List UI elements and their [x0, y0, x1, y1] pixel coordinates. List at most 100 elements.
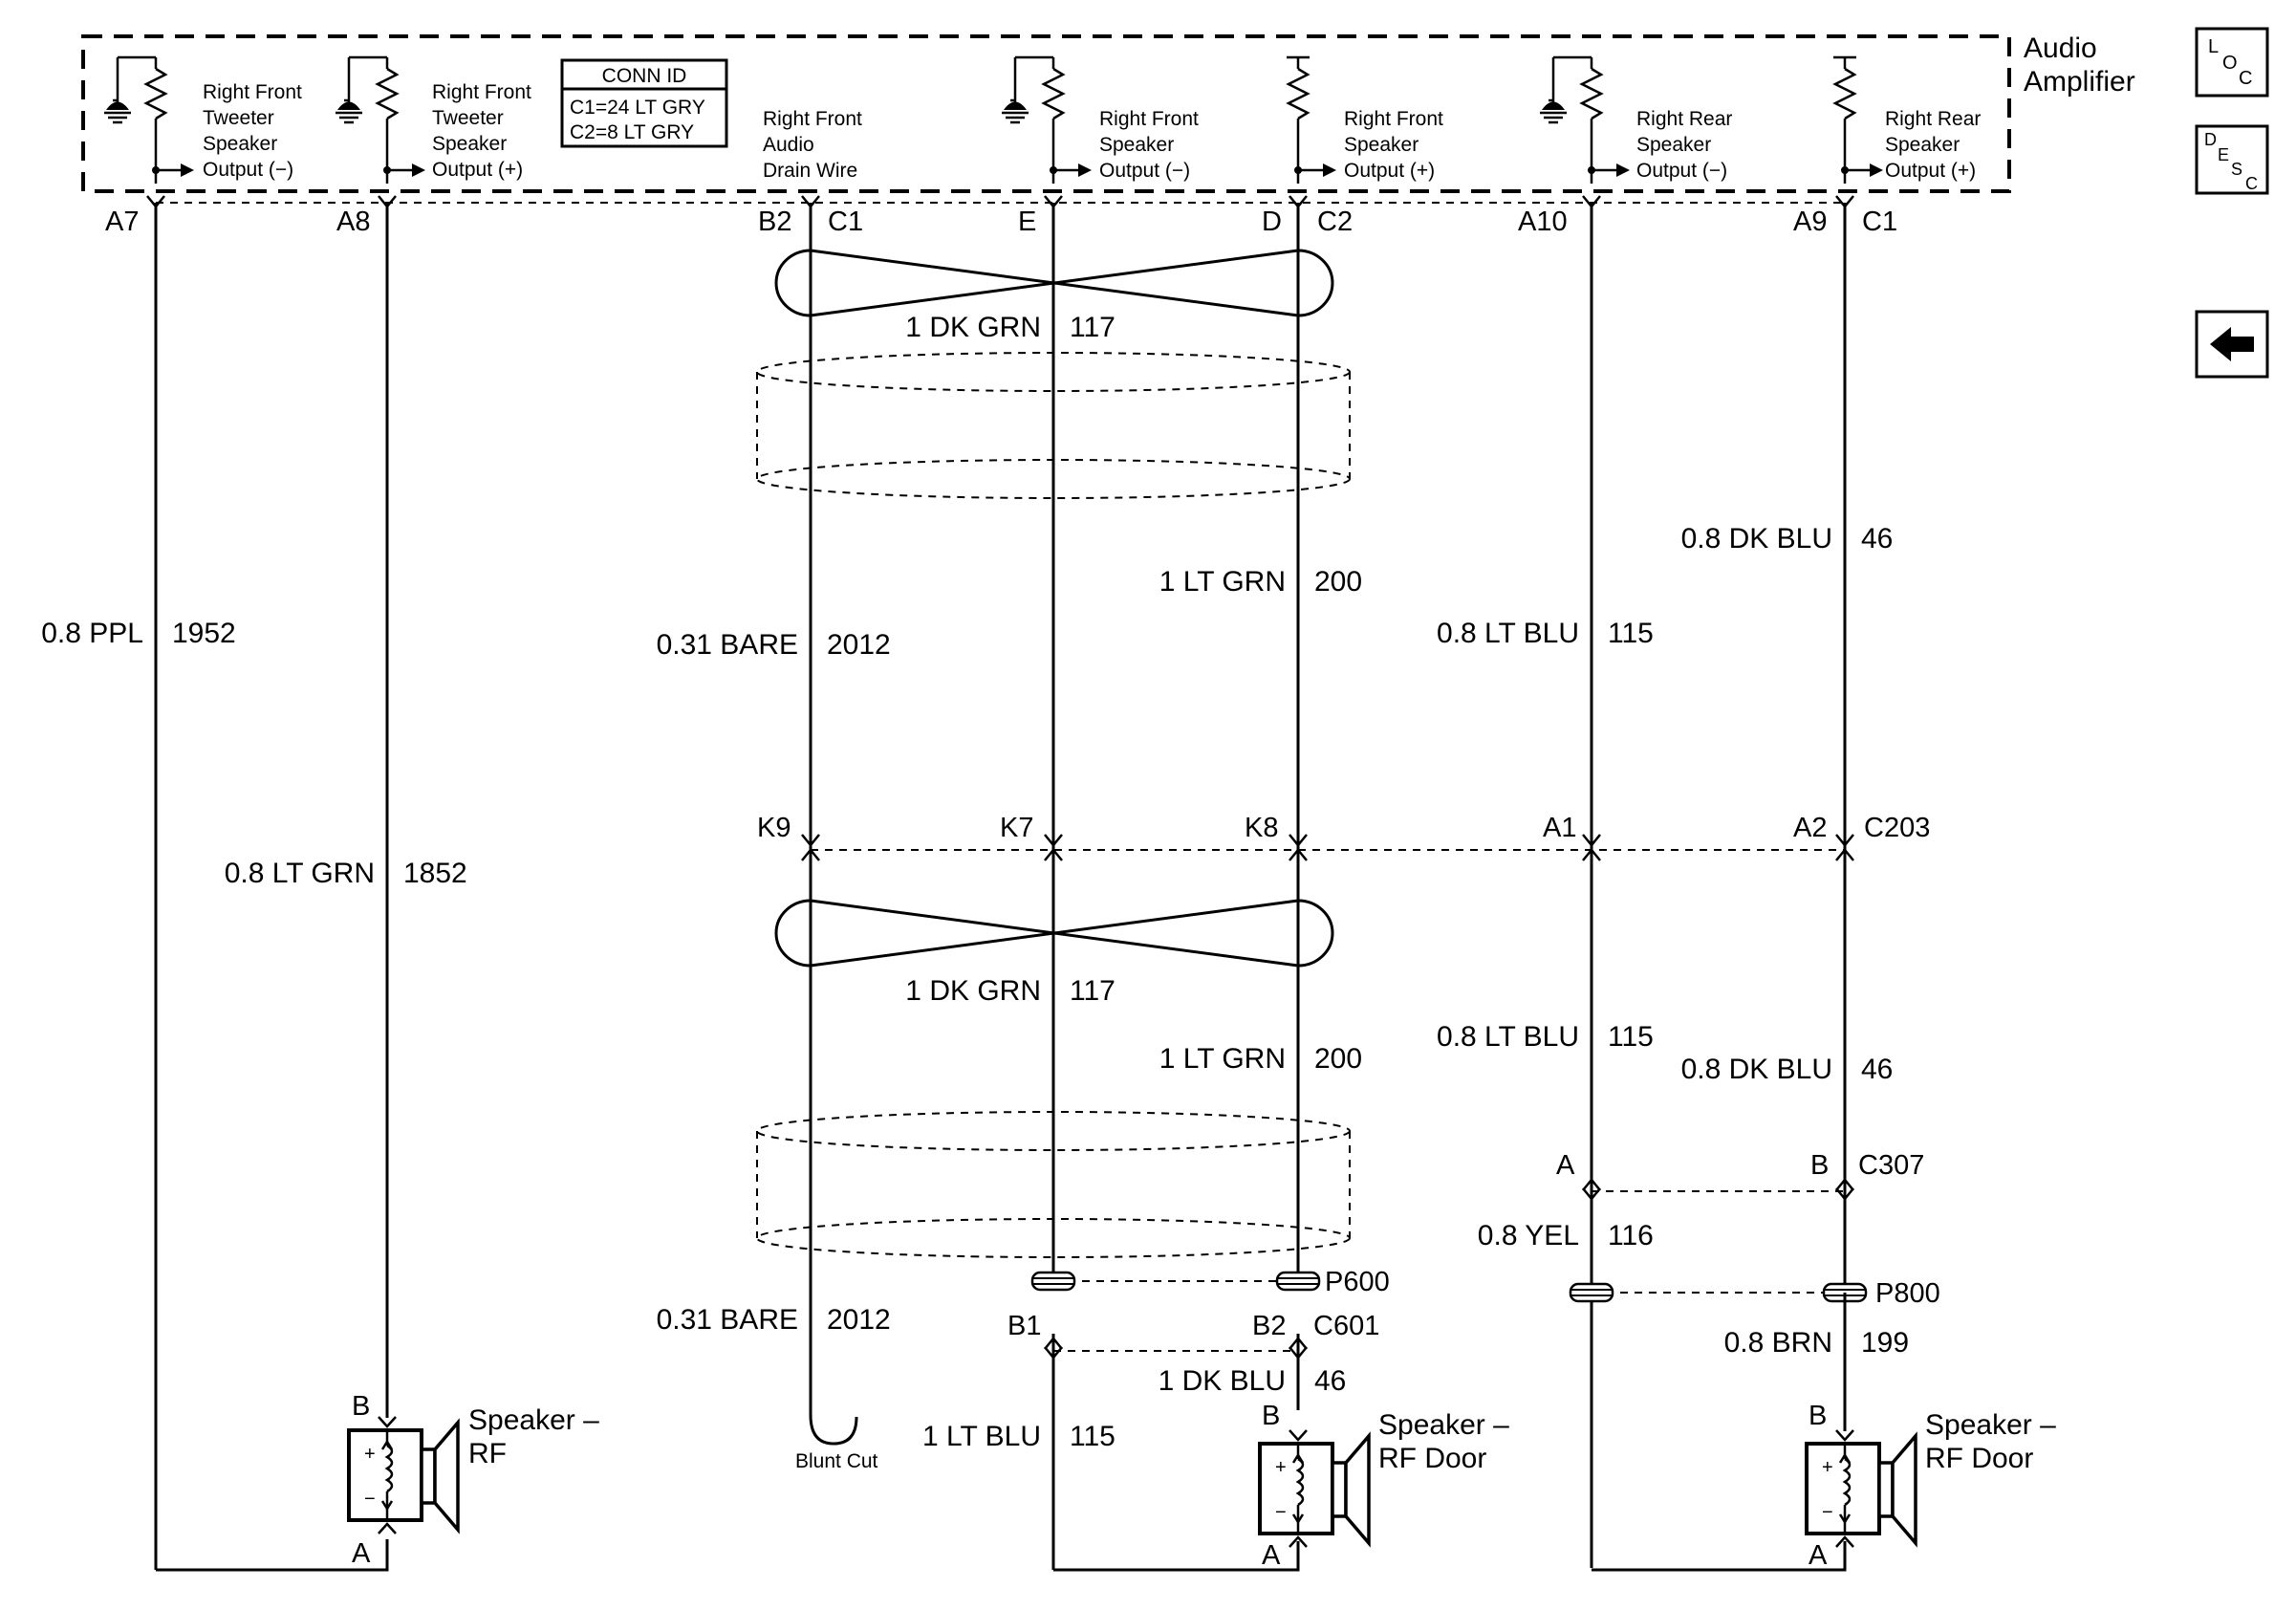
svg-text:B: B	[352, 1391, 370, 1422]
wire-rfdoor-return	[1053, 1541, 1300, 1572]
svg-text:C307: C307	[1858, 1150, 1924, 1181]
amp-output-d	[1285, 55, 1338, 185]
svg-text:Speaker: Speaker	[432, 133, 507, 155]
svg-text:B: B	[1810, 1150, 1829, 1181]
speaker-rrdoor-minus: −	[1822, 1502, 1833, 1523]
svg-text:199: 199	[1861, 1327, 1909, 1359]
svg-text:115: 115	[1608, 1021, 1654, 1053]
svg-text:A7: A7	[105, 207, 139, 237]
amplifier-title-line2: Amplifier	[2024, 66, 2135, 98]
amp-output-a7	[102, 55, 196, 185]
svg-text:0.8 LT BLU: 0.8 LT BLU	[1437, 1021, 1579, 1053]
svg-text:0.8 DK BLU: 0.8 DK BLU	[1681, 1054, 1832, 1085]
svg-text:B2: B2	[758, 207, 791, 237]
svg-text:L: L	[2208, 36, 2219, 57]
svg-text:B1: B1	[1007, 1311, 1041, 1341]
svg-text:1 DK BLU: 1 DK BLU	[1159, 1365, 1286, 1397]
svg-text:1 LT GRN: 1 LT GRN	[1159, 566, 1286, 598]
svg-text:D: D	[2204, 130, 2217, 149]
wire-labels: 0.8 PPL 1952 0.8 LT GRN 1852 0.31 BARE 2…	[41, 312, 1909, 1452]
svg-text:46: 46	[1861, 523, 1893, 555]
svg-text:Right Front: Right Front	[432, 81, 531, 103]
p600-passthrough-1	[1030, 1271, 1076, 1292]
speaker-rfdoor-minus: −	[1275, 1502, 1287, 1523]
svg-text:D: D	[1262, 207, 1282, 237]
amp-output-e	[1000, 55, 1094, 185]
svg-text:C: C	[2239, 68, 2252, 89]
amp-pin-labels: A7 A8 B2 C1 E D C2 A10 A9 C1	[105, 207, 1897, 237]
svg-text:B: B	[1262, 1401, 1280, 1431]
svg-text:0.8 BRN: 0.8 BRN	[1724, 1327, 1832, 1359]
svg-text:Speaker: Speaker	[1636, 134, 1711, 156]
svg-text:2012: 2012	[827, 1304, 891, 1336]
back-button[interactable]	[2195, 310, 2269, 379]
svg-text:2012: 2012	[827, 629, 891, 661]
svg-text:Right Rear: Right Rear	[1885, 108, 1981, 130]
svg-text:C601: C601	[1313, 1311, 1379, 1341]
output-label-rf-speaker-neg: Right Front Speaker Output (−)	[1099, 108, 1199, 182]
svg-text:A: A	[1809, 1540, 1828, 1571]
amp-output-a10	[1538, 55, 1632, 185]
p800-label: P800	[1875, 1278, 1940, 1309]
svg-text:Output (−): Output (−)	[203, 159, 293, 181]
svg-text:Speaker: Speaker	[1099, 134, 1174, 156]
svg-text:A: A	[1556, 1150, 1575, 1181]
blunt-cut-end	[809, 1414, 858, 1446]
shield-lower	[756, 1111, 1351, 1258]
speaker-pin-labels: B A B A B A	[352, 1391, 1828, 1571]
speaker-rfdoor-label-1: Speaker –	[1378, 1409, 1509, 1441]
svg-text:Tweeter: Tweeter	[432, 107, 504, 129]
svg-text:E: E	[1018, 207, 1036, 237]
svg-text:A1: A1	[1543, 813, 1576, 843]
desc-button[interactable]: D E S C	[2195, 124, 2269, 195]
speaker-rfdoor-label-2: RF Door	[1378, 1443, 1486, 1474]
svg-text:200: 200	[1314, 1043, 1362, 1075]
svg-text:K8: K8	[1245, 813, 1278, 843]
svg-text:Output (+): Output (+)	[1344, 160, 1435, 182]
c203-pin-labels: K9 K7 K8 A1 A2 C203	[757, 813, 1930, 843]
output-label-rr-speaker-neg: Right Rear Speaker Output (−)	[1636, 108, 1732, 182]
svg-text:46: 46	[1314, 1365, 1346, 1397]
svg-text:B2: B2	[1252, 1311, 1286, 1341]
left-arrow-icon	[2210, 327, 2254, 361]
svg-text:0.31 BARE: 0.31 BARE	[657, 629, 798, 661]
svg-text:1952: 1952	[172, 618, 236, 649]
c307-pin-labels: A B C307	[1556, 1150, 1924, 1181]
loc-button[interactable]: L O C	[2195, 27, 2269, 98]
svg-text:1 LT BLU: 1 LT BLU	[922, 1421, 1041, 1452]
svg-text:B: B	[1809, 1401, 1827, 1431]
svg-text:1 DK GRN: 1 DK GRN	[905, 975, 1041, 1007]
speaker-rrdoor-label-2: RF Door	[1925, 1443, 2033, 1474]
conn-id-box: CONN ID C1=24 LT GRY C2=8 LT GRY	[560, 58, 728, 148]
svg-text:Right Front: Right Front	[1344, 108, 1443, 130]
svg-text:E: E	[2218, 145, 2229, 164]
amp-output-a9	[1831, 55, 1885, 185]
svg-text:Tweeter: Tweeter	[203, 107, 274, 129]
amp-output-a8	[334, 55, 427, 185]
svg-text:Speaker: Speaker	[1885, 134, 1960, 156]
speaker-rr-door: + −	[1805, 1428, 1917, 1549]
wire-rf-return	[156, 1539, 389, 1572]
svg-text:117: 117	[1070, 975, 1116, 1007]
amplifier-box	[81, 34, 2011, 193]
output-label-rf-speaker-pos: Right Front Speaker Output (+)	[1344, 108, 1443, 182]
svg-text:Right Front: Right Front	[203, 81, 302, 103]
drain-label-3: Drain Wire	[763, 160, 857, 182]
speaker-rf-label-1: Speaker –	[468, 1404, 599, 1436]
svg-text:1 DK GRN: 1 DK GRN	[905, 312, 1041, 343]
svg-text:S: S	[2231, 160, 2242, 179]
svg-text:A: A	[352, 1538, 371, 1569]
p800-passthrough-1	[1569, 1282, 1614, 1303]
twisted-pair-lower	[774, 899, 1334, 968]
svg-text:K9: K9	[757, 813, 791, 843]
output-label-rr-speaker-pos: Right Rear Speaker Output (+)	[1885, 108, 1981, 182]
svg-text:0.8 LT BLU: 0.8 LT BLU	[1437, 618, 1579, 649]
conn-id-header: CONN ID	[602, 65, 687, 87]
output-label-rf-tweeter-pos: Right Front Tweeter Speaker Output (+)	[432, 81, 531, 181]
svg-text:0.8 PPL: 0.8 PPL	[41, 618, 143, 649]
svg-text:115: 115	[1608, 618, 1654, 649]
conn-id-c2: C2=8 LT GRY	[570, 121, 694, 143]
svg-text:200: 200	[1314, 566, 1362, 598]
p600-label: P600	[1325, 1267, 1390, 1297]
